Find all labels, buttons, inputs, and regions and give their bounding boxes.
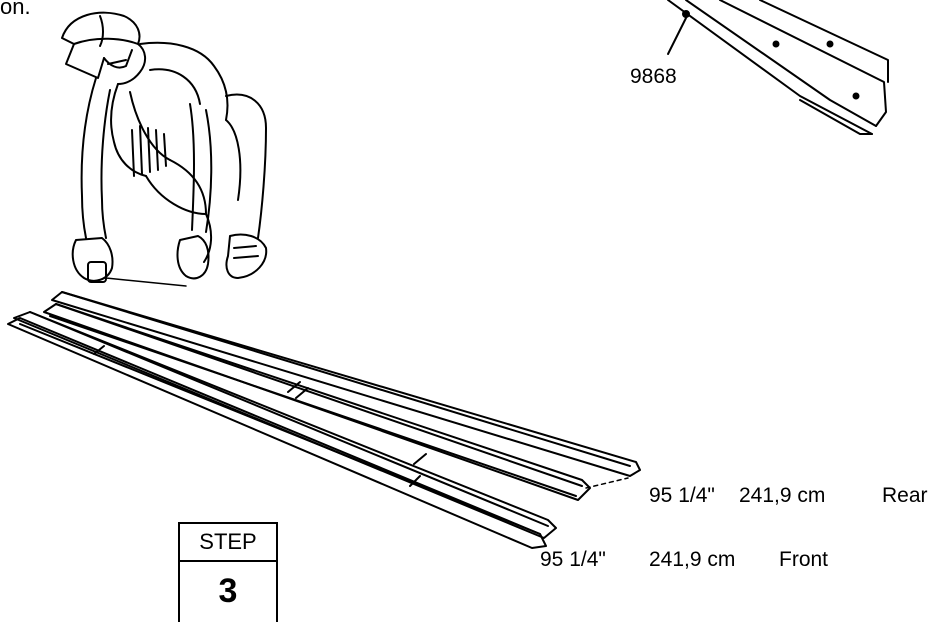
step-indicator: STEP 3	[178, 522, 278, 622]
front-position-label: Front	[779, 548, 829, 571]
cut-off-text-fragment: on.	[0, 0, 31, 19]
rear-position-label: Rear	[882, 484, 928, 507]
part-number-label: 9868	[630, 65, 677, 88]
part-leader-line	[667, 17, 687, 55]
front-dimension-cm: 241,9 cm	[649, 548, 736, 571]
rail-detail-illustration	[667, 0, 889, 135]
step-heading: STEP	[180, 524, 276, 562]
kneeling-person-illustration	[61, 11, 268, 283]
step-number: 3	[218, 572, 238, 610]
rear-dimension-inches: 95 1/4"	[649, 484, 715, 507]
tape-measure-line	[105, 277, 187, 287]
rivet-hole-icon	[682, 10, 690, 18]
floor-rails-illustration	[7, 291, 641, 549]
rear-dimension-cm: 241,9 cm	[739, 484, 826, 507]
front-dimension-inches: 95 1/4"	[540, 548, 606, 571]
